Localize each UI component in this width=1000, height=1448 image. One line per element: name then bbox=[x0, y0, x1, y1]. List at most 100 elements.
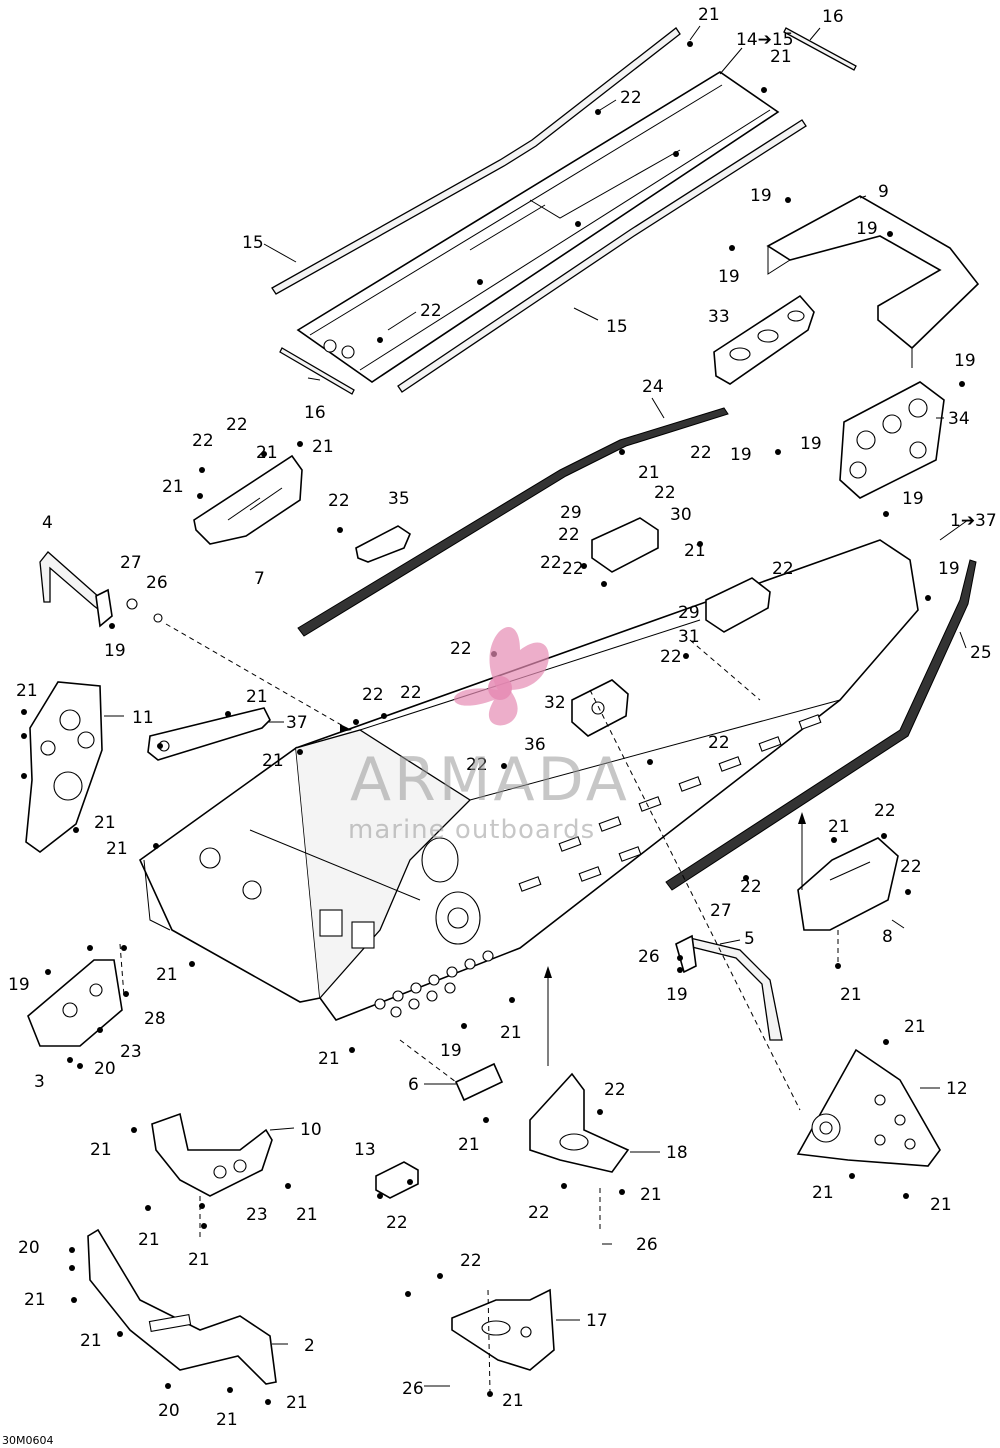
callout-c69: 27 bbox=[710, 901, 732, 921]
callout-c55: 22 bbox=[466, 755, 488, 775]
callout-c42: 7 bbox=[254, 569, 265, 589]
callout-c17: 24 bbox=[642, 377, 664, 397]
callout-c21: 21 bbox=[638, 463, 660, 483]
callout-c58: 21 bbox=[246, 687, 268, 707]
callout-c98: 22 bbox=[528, 1203, 550, 1223]
callout-c66: 22 bbox=[874, 801, 896, 821]
callout-c18: 22 bbox=[690, 443, 712, 463]
bracket-37 bbox=[147, 707, 271, 761]
callout-c101: 20 bbox=[18, 1238, 40, 1258]
callout-c86: 21 bbox=[812, 1183, 834, 1203]
callout-c20: 19 bbox=[800, 434, 822, 454]
callout-c28: 22 bbox=[562, 559, 584, 579]
callout-c89: 21 bbox=[90, 1140, 112, 1160]
rear-strip-16 bbox=[279, 347, 355, 395]
callout-c7: 22 bbox=[420, 301, 442, 321]
callout-c77: 3 bbox=[34, 1072, 45, 1092]
callout-c19: 19 bbox=[730, 445, 752, 465]
callout-c70: 5 bbox=[744, 929, 755, 949]
callout-c94: 13 bbox=[354, 1140, 376, 1160]
callout-c93: 21 bbox=[188, 1250, 210, 1270]
callout-c36: 22 bbox=[660, 647, 682, 667]
callout-c105: 20 bbox=[158, 1401, 180, 1421]
arrow-head-up-2 bbox=[798, 812, 806, 824]
bracket-10 bbox=[151, 1112, 273, 1197]
watermark-tagline: marine outboards bbox=[348, 815, 595, 845]
plate-33 bbox=[713, 294, 815, 385]
callout-c74: 19 bbox=[8, 975, 30, 995]
handle-5 bbox=[675, 934, 783, 1041]
callout-c1: 21 bbox=[698, 5, 720, 25]
callout-c71: 26 bbox=[638, 947, 660, 967]
callout-c96: 22 bbox=[604, 1080, 626, 1100]
bracket-32 bbox=[571, 679, 629, 737]
callout-c41: 21 bbox=[162, 477, 184, 497]
callout-c11: 9 bbox=[878, 182, 889, 202]
callout-c50: 22 bbox=[362, 685, 384, 705]
callout-c63: 21 bbox=[156, 965, 178, 985]
callout-c26: 19 bbox=[902, 489, 924, 509]
callout-c68: 22 bbox=[900, 857, 922, 877]
main-tunnel-chassis bbox=[138, 539, 919, 1021]
callout-c6: 15 bbox=[242, 233, 264, 253]
callout-c25: 22 bbox=[558, 525, 580, 545]
callout-c22: 22 bbox=[654, 483, 676, 503]
bracket-3 bbox=[27, 959, 123, 1047]
callout-c47: 26 bbox=[146, 573, 168, 593]
callout-c9: 16 bbox=[304, 403, 326, 423]
right-slide-rail bbox=[397, 119, 807, 393]
callout-c79: 21 bbox=[318, 1049, 340, 1069]
tunnel-top-plate bbox=[296, 71, 780, 383]
callout-c34: 31 bbox=[678, 627, 700, 647]
callout-c3: 21 bbox=[770, 47, 792, 67]
callout-c80: 21 bbox=[500, 1023, 522, 1043]
callout-c10: 19 bbox=[750, 186, 772, 206]
bracket-30 bbox=[591, 517, 659, 573]
bracket-31 bbox=[705, 577, 771, 633]
callout-c16: 34 bbox=[948, 409, 970, 429]
callout-c76: 23 bbox=[120, 1042, 142, 1062]
callout-c72: 19 bbox=[666, 985, 688, 1005]
callout-c24: 30 bbox=[670, 505, 692, 525]
armada-logo bbox=[453, 627, 549, 726]
callout-c90: 23 bbox=[246, 1205, 268, 1225]
callout-c35: 25 bbox=[970, 643, 992, 663]
callout-c103: 21 bbox=[80, 1331, 102, 1351]
callout-c60: 21 bbox=[262, 751, 284, 771]
callout-c56: 21 bbox=[16, 681, 38, 701]
callout-c2: 14➔15 bbox=[736, 30, 794, 50]
callout-c88: 10 bbox=[300, 1120, 322, 1140]
assembly-lines bbox=[119, 623, 839, 1393]
callout-c49: 22 bbox=[226, 415, 248, 435]
callout-c111: 21 bbox=[502, 1391, 524, 1411]
callout-c52: 32 bbox=[544, 693, 566, 713]
callout-c106: 21 bbox=[216, 1410, 238, 1430]
arrow-head-right bbox=[340, 724, 352, 732]
callout-c54: 22 bbox=[708, 733, 730, 753]
callout-c44: 35 bbox=[388, 489, 410, 509]
callout-c67: 8 bbox=[882, 927, 893, 947]
bracket-8 bbox=[797, 837, 899, 931]
callout-c38: 21 bbox=[256, 443, 278, 463]
callout-c57: 11 bbox=[132, 708, 154, 728]
callout-c104: 2 bbox=[304, 1336, 315, 1356]
callout-c78: 20 bbox=[94, 1059, 116, 1079]
callout-c95: 22 bbox=[386, 1213, 408, 1233]
slide-rail-24 bbox=[297, 407, 729, 637]
callout-c82: 6 bbox=[408, 1075, 419, 1095]
plate-34 bbox=[839, 381, 945, 499]
plate-11 bbox=[25, 681, 103, 853]
callout-c99: 21 bbox=[640, 1185, 662, 1205]
callout-c48: 19 bbox=[104, 641, 126, 661]
bracket-18 bbox=[529, 1072, 630, 1173]
callout-c102: 21 bbox=[24, 1290, 46, 1310]
callout-c83: 21 bbox=[458, 1135, 480, 1155]
callout-c31: 19 bbox=[938, 559, 960, 579]
callout-c75: 28 bbox=[144, 1009, 166, 1029]
left-slide-rail bbox=[271, 27, 681, 295]
fasteners bbox=[21, 41, 965, 1405]
callout-c40: 22 bbox=[192, 431, 214, 451]
